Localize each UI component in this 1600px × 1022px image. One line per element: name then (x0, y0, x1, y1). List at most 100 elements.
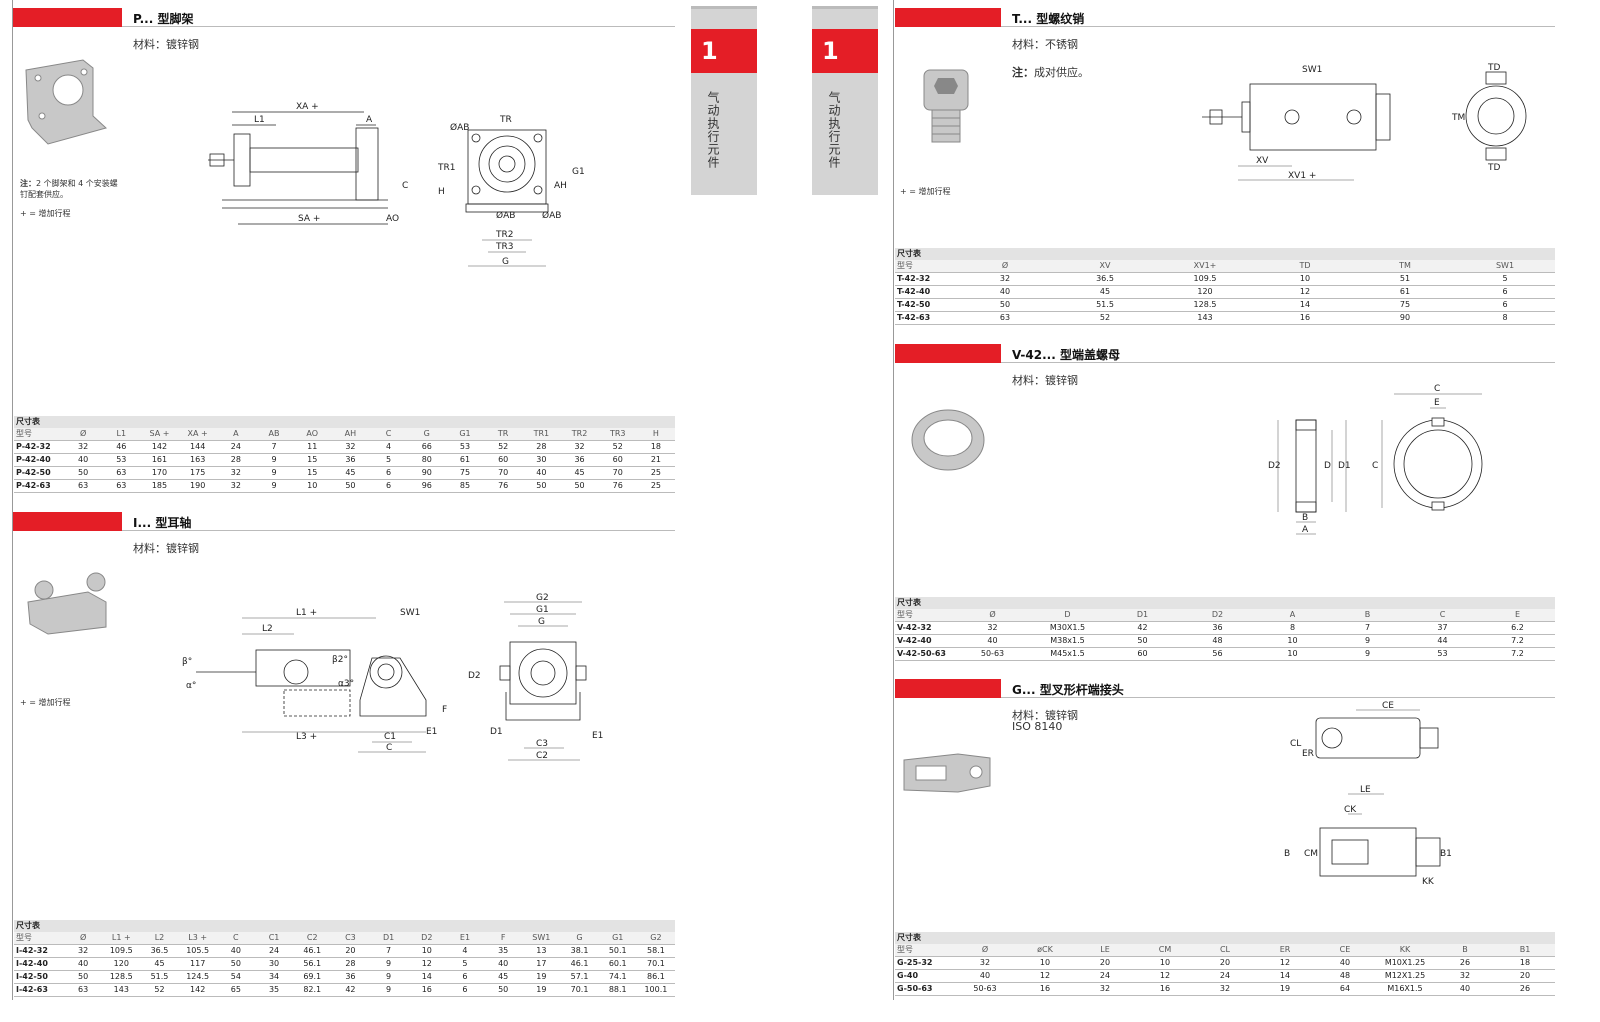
drawing-label: G2 (536, 593, 549, 603)
drawing-label: A (1302, 525, 1309, 535)
table-caption: 尺寸表 (895, 248, 1555, 260)
threaded-pin-front-drawing: TD TM TD (1451, 63, 1527, 173)
table-caption: 尺寸表 (895, 597, 1555, 609)
standard-label: ISO 8140 (1012, 720, 1063, 733)
col-header: A (216, 428, 255, 441)
col-header: D2 (1180, 609, 1255, 622)
chapter-label: 气动执行元件 (827, 91, 841, 169)
drawing-label: H (438, 187, 445, 197)
col-header: LE (1075, 944, 1135, 957)
note-text: 2 个脚架和 4 个安装螺钉配套供应。 (20, 179, 118, 199)
threaded-pin-side-drawing: SW1 XV XV1 + (1202, 65, 1391, 181)
col-header: CE (1315, 944, 1375, 957)
drawing-label: E (1434, 398, 1440, 408)
col-header: B (1330, 609, 1405, 622)
col-header: XV1+ (1155, 260, 1255, 273)
col-header: G1 (598, 932, 637, 945)
col-header: A (1255, 609, 1330, 622)
section-accent-bar (895, 679, 1001, 698)
drawing-label: F (442, 705, 447, 715)
col-header: C2 (293, 932, 332, 945)
col-header: D1 (1105, 609, 1180, 622)
col-header: L1 + (102, 932, 141, 945)
drawing-label: C2 (536, 751, 548, 761)
col-header: SW1 (522, 932, 561, 945)
col-header: AB (254, 428, 294, 441)
col-header: Ø (64, 932, 103, 945)
drawing-label: C (386, 743, 392, 753)
note: 注：2 个脚架和 4 个安装螺钉配套供应。 (20, 178, 120, 200)
note-label: 注： (1012, 66, 1034, 79)
plus-note: + = 增加行程 (20, 209, 71, 218)
drawing-label: XV (1256, 156, 1269, 166)
drawing-label: TD (1487, 63, 1500, 73)
drawing-label: XV1 + (1288, 171, 1316, 181)
drawing-label: C3 (536, 739, 548, 749)
drawing-label: C (1372, 461, 1378, 471)
drawing-label: ER (1302, 749, 1314, 759)
col-header: ER (1255, 944, 1315, 957)
col-header: L2 (140, 932, 179, 945)
chapter-tab-right[interactable]: 1 气动执行元件 (812, 6, 878, 195)
drawing-label: C (402, 181, 408, 191)
drawing-label: E1 (426, 727, 437, 737)
drawing-label: KK (1422, 877, 1435, 887)
drawing-label: CE (1382, 701, 1394, 711)
col-header: Ø (64, 428, 103, 441)
drawing-label: LE (1360, 785, 1371, 795)
chapter-number: 1 (812, 29, 878, 73)
rod-clevis-photo (903, 753, 991, 793)
drawing-label: L3 + (296, 732, 317, 742)
drawing-label: CL (1290, 739, 1301, 749)
drawing-label: TR2 (495, 230, 513, 240)
col-header: AO (293, 428, 332, 441)
col-header: L1 (102, 428, 141, 441)
table-caption: 尺寸表 (14, 920, 675, 932)
drawing-label: SA + (298, 214, 320, 224)
col-header: G2 (636, 932, 675, 945)
chapter-number: 1 (691, 29, 757, 73)
drawing-label: ØAB (450, 122, 469, 133)
col-header: D2 (407, 932, 446, 945)
col-header: D1 (369, 932, 408, 945)
note-label: 注： (20, 179, 36, 188)
section-rule (122, 26, 675, 27)
drawing-label: D2 (1268, 461, 1281, 471)
col-header: TR (484, 428, 523, 441)
chapter-tab-left[interactable]: 1 气动执行元件 (691, 6, 757, 195)
drawing-label: AO (386, 214, 399, 224)
col-header: TR1 (522, 428, 561, 441)
material-label: 材料：不锈钢 (1012, 38, 1078, 51)
section-accent-bar (895, 344, 1001, 363)
col-header: C1 (254, 932, 294, 945)
material-label: 材料：镀锌钢 (1012, 709, 1078, 722)
table-caption: 尺寸表 (14, 416, 675, 428)
col-header: TR3 (598, 428, 637, 441)
section-rule (122, 530, 675, 531)
col-header: Ø (955, 260, 1055, 273)
chapter-label: 气动执行元件 (706, 91, 720, 169)
col-header: C (216, 932, 255, 945)
trunnion-side-drawing: L1 + SW1 L2 β° α° β2° α3° L3 + C1 C F E1 (182, 608, 447, 753)
table-caption: 尺寸表 (895, 932, 1555, 944)
drawing-label: TR1 (437, 163, 455, 173)
note: 注：成对供应。 (1012, 64, 1089, 80)
drawing-label: TM (1451, 113, 1465, 123)
drawing-label: C1 (384, 732, 396, 742)
col-header: G (560, 932, 599, 945)
